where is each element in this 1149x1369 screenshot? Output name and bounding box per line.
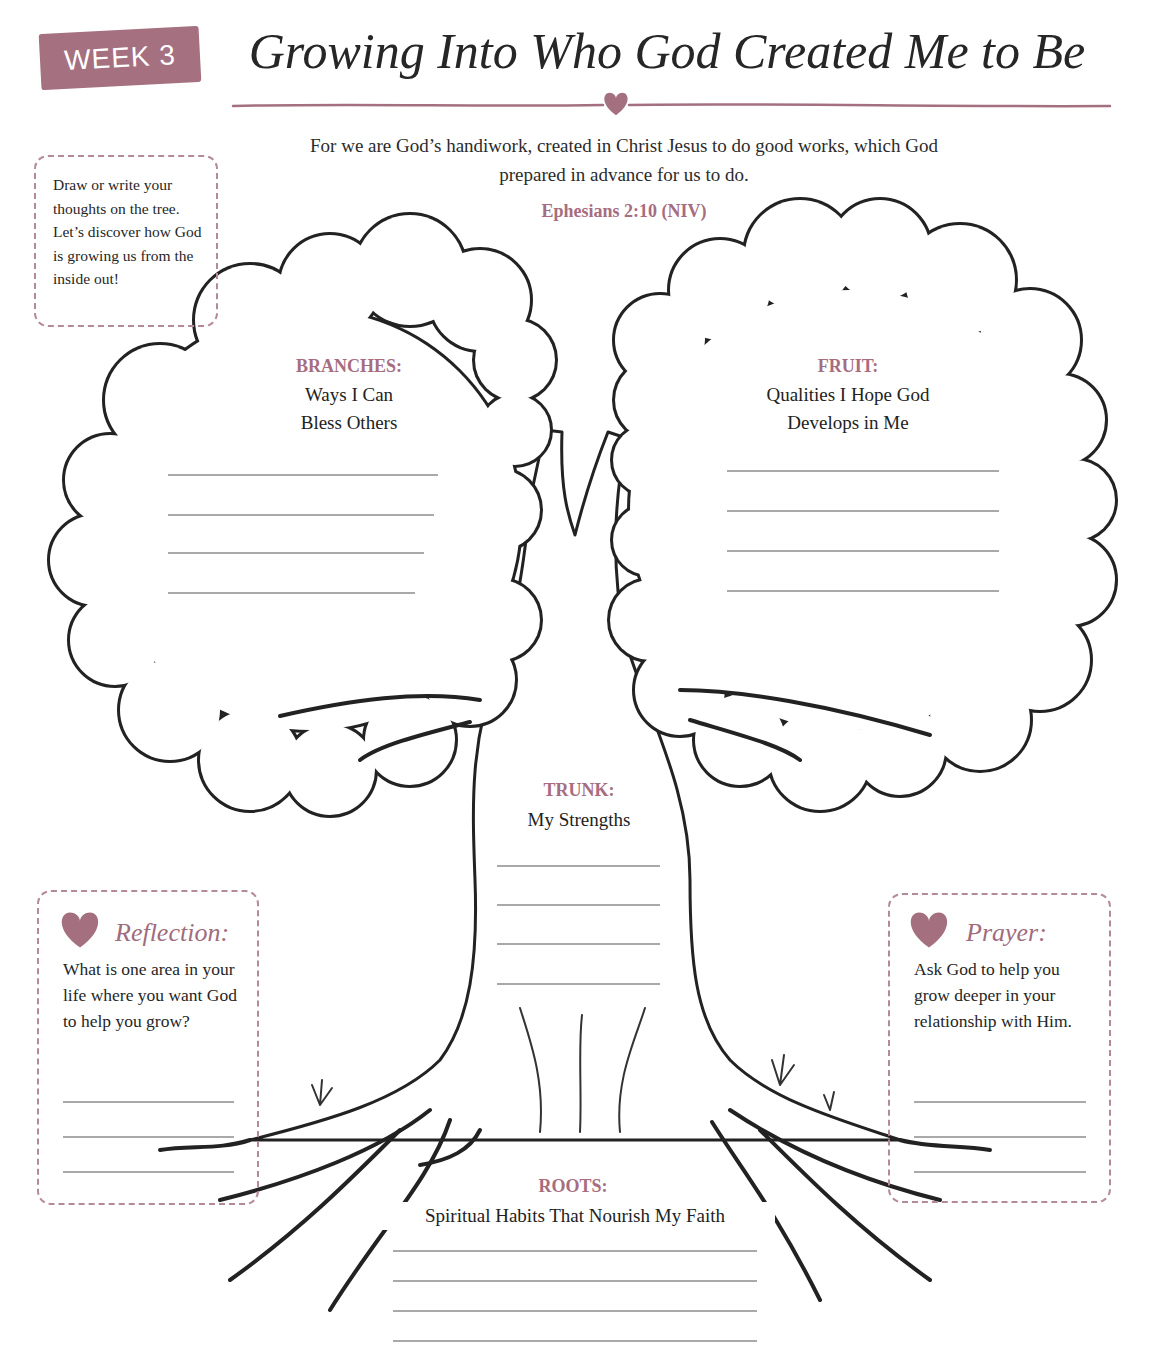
tree-drawing-part [730, 1110, 940, 1200]
heart-icon [604, 93, 627, 115]
tree-drawing-part [497, 943, 660, 944]
tree-drawing-part [914, 1171, 1086, 1172]
grass-tufts [312, 1055, 834, 1110]
tree-drawing-part [727, 590, 999, 591]
tree-drawing-part [63, 1136, 234, 1137]
box-body: What is one area in your life where you … [63, 956, 239, 1034]
tree-drawing-part [727, 550, 999, 551]
side-branches [280, 690, 930, 760]
tree-drawing-part [772, 1055, 794, 1085]
page-title: Growing Into Who God Created Me to Be [217, 18, 1117, 84]
box-body: Ask God to help you grow deeper in your … [914, 956, 1091, 1034]
heart-icon [911, 913, 947, 948]
prayer-box: Prayer: Ask God to help you grow deeper i… [888, 893, 1111, 1203]
tree-drawing-part [360, 722, 470, 760]
bark-lines [520, 1008, 645, 1132]
left-canopy-outline [50, 215, 555, 815]
tree-drawing-part [160, 1140, 250, 1150]
tree-drawing-part [220, 1110, 430, 1200]
writing-lines [63, 471, 1086, 1341]
section-prompt: Qualities I Hope God Develops in Me [753, 381, 943, 437]
scripture-reference: Ephesians 2:10 (NIV) [474, 199, 774, 223]
section-prompt: My Strengths [499, 806, 659, 834]
tree-drawing-part [168, 552, 424, 553]
tree-drawing-part [497, 865, 660, 866]
tree-drawing-part [168, 474, 438, 475]
tree-drawing-part [63, 1171, 234, 1172]
tree-drawing-part [914, 1136, 1086, 1137]
tree-drawing-part [900, 1140, 990, 1150]
tree-roots [160, 1110, 990, 1310]
scripture-verse: For we are God’s handiwork, created in C… [304, 131, 944, 189]
section-heading: BRANCHES: [249, 354, 449, 378]
tree-drawing-part [393, 1280, 757, 1281]
tree-drawing-part [280, 696, 480, 716]
tree-drawing-part [690, 720, 800, 760]
reflection-box: Reflection: What is one area in your life… [37, 890, 259, 1205]
section-prompt: Ways I Can Bless Others [287, 381, 412, 437]
box-head: Prayer: [966, 916, 1091, 950]
right-canopy-fill [610, 200, 1115, 810]
right-canopy-outline [610, 200, 1115, 810]
tree-drawing-part [629, 104, 1110, 106]
tree-drawing-part [727, 510, 999, 511]
title-underline [233, 104, 1110, 106]
tree-drawing-part [497, 983, 660, 984]
section-heading: FRUIT: [748, 354, 948, 378]
left-canopy-fill [50, 215, 555, 815]
tree-drawing-part [914, 1101, 1086, 1102]
section-heading: TRUNK: [499, 778, 659, 802]
tree-drawing-part [168, 592, 415, 593]
tree-drawing-part [520, 1008, 541, 1132]
tree-drawing-part [233, 105, 603, 106]
tree-drawing-part [393, 1310, 757, 1311]
heart-icon [62, 913, 98, 948]
tree-drawing-part [393, 1340, 757, 1341]
section-heading: ROOTS: [518, 1174, 628, 1198]
instruction-box: Draw or write your thoughts on the tree.… [34, 155, 218, 327]
week-tag: WEEK 3 [39, 26, 202, 90]
tree-drawing-part [619, 1008, 645, 1132]
tree-drawing-part [393, 1250, 757, 1251]
tree-drawing-part [580, 1015, 582, 1132]
tree-drawing-part [168, 514, 434, 515]
section-prompt: Spiritual Habits That Nourish My Faith [375, 1202, 775, 1230]
note-text: Draw or write your thoughts on the tree.… [53, 173, 202, 291]
box-head: Reflection: [115, 916, 239, 950]
tree-drawing-part [727, 470, 999, 471]
tree-drawing-part [497, 904, 660, 905]
tree-drawing-part [312, 1080, 332, 1105]
tree-drawing-part [420, 1130, 480, 1165]
tree-drawing-part [760, 1130, 930, 1280]
tree-drawing-part [824, 1092, 834, 1110]
tag-text: WEEK 3 [63, 39, 176, 77]
tree-drawing-part [63, 1101, 234, 1102]
